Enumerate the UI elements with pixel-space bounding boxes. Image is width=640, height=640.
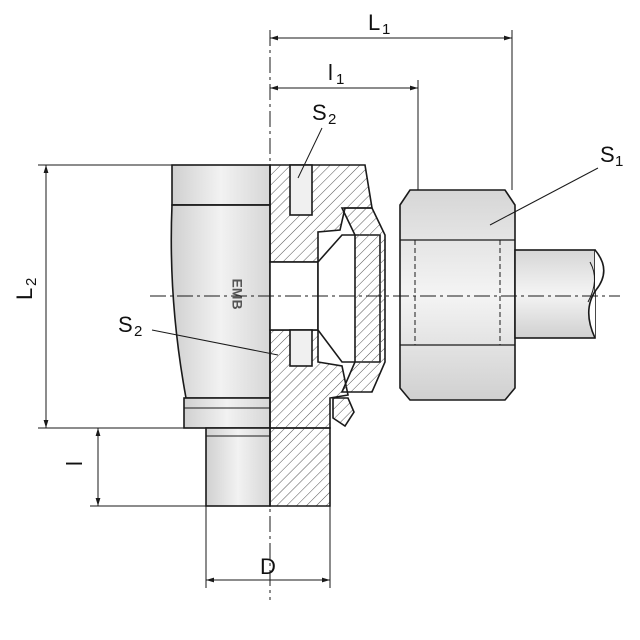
svg-text:EMB: EMB — [229, 278, 245, 309]
union-nut — [399, 189, 516, 401]
svg-text:L: L — [368, 10, 380, 35]
svg-text:l: l — [328, 60, 333, 85]
dimension-lines — [38, 30, 599, 588]
svg-text:2: 2 — [134, 323, 142, 340]
centerlines — [150, 30, 620, 600]
svg-text:2: 2 — [328, 111, 336, 128]
svg-text:S: S — [118, 312, 133, 337]
label-L2: L 2 — [12, 278, 40, 300]
tube — [514, 249, 605, 339]
label-S1: S 1 — [600, 142, 623, 170]
label-S2-top: S 2 — [312, 100, 336, 128]
svg-text:D: D — [260, 554, 276, 579]
svg-text:l: l — [62, 461, 87, 466]
label-L1: L 1 — [368, 10, 390, 38]
svg-text:1: 1 — [336, 71, 344, 88]
label-l1: l 1 — [328, 60, 344, 88]
svg-text:S: S — [312, 100, 327, 125]
fitting-body-exterior — [170, 164, 271, 507]
svg-text:1: 1 — [382, 21, 390, 38]
label-S2-mid: S 2 — [118, 312, 142, 340]
svg-text:1: 1 — [615, 153, 623, 170]
svg-text:S: S — [600, 142, 615, 167]
fitting-body-section — [269, 164, 386, 507]
manufacturer-logo: EMB — [229, 278, 245, 309]
svg-text:2: 2 — [23, 278, 40, 286]
label-D: D — [260, 554, 276, 579]
svg-text:L: L — [12, 288, 37, 300]
label-l: l — [62, 461, 87, 466]
